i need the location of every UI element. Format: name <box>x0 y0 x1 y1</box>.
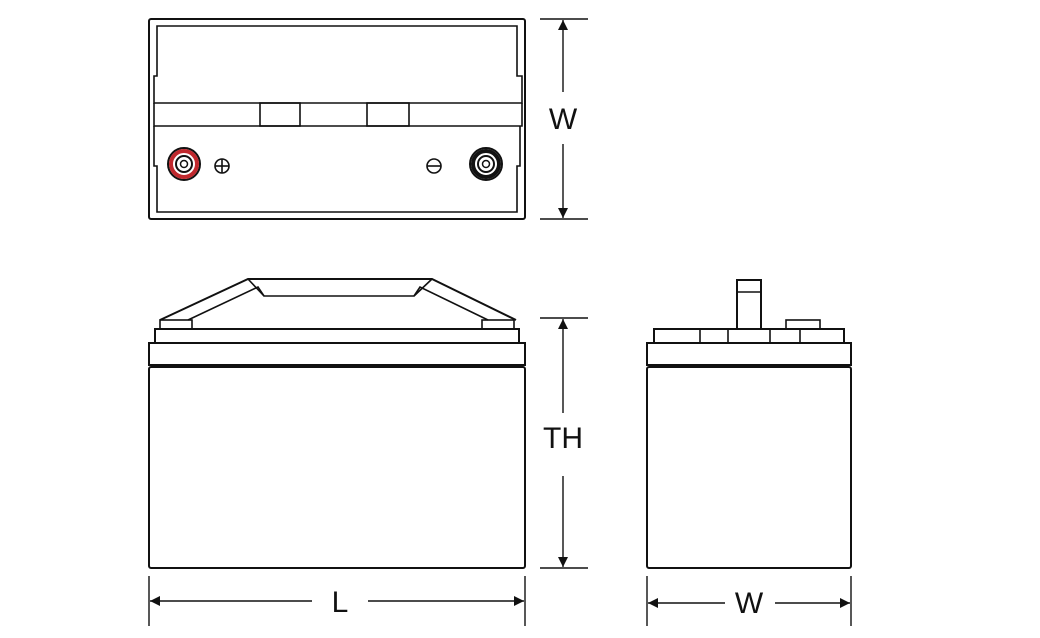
handle-foot-left <box>159 319 193 330</box>
side-lid-top <box>653 328 845 344</box>
length-dimension: L <box>148 576 526 626</box>
length-label: L <box>332 586 349 619</box>
side-lid-band <box>646 342 852 366</box>
width-label-top: W <box>549 103 578 136</box>
handle-foot-right <box>481 319 515 330</box>
front-body <box>148 366 526 569</box>
top-view-outline <box>148 18 526 220</box>
positive-terminal <box>167 147 201 181</box>
side-view <box>646 279 852 569</box>
top-view-terminal-area <box>153 126 521 213</box>
positive-terminal-ring <box>169 149 199 179</box>
negative-terminal <box>469 147 503 181</box>
top-view <box>148 18 526 220</box>
top-view-rib <box>153 103 523 127</box>
handle-bevel <box>247 278 433 297</box>
height-dimension: TH <box>540 317 588 569</box>
width-dimension-side: W <box>646 576 852 626</box>
side-body <box>646 366 852 569</box>
width-label-side: W <box>735 587 764 620</box>
minus-icon <box>426 158 442 174</box>
lid-top <box>154 328 520 344</box>
handle-inner <box>187 285 489 321</box>
negative-terminal-ring <box>471 149 501 179</box>
top-view-lid-recess <box>153 25 523 104</box>
terminal-post <box>736 279 762 330</box>
top-view-vent-right <box>366 102 410 127</box>
lid-band <box>148 342 526 366</box>
side-handle-foot <box>785 319 821 330</box>
plus-icon <box>214 158 230 174</box>
height-label: TH <box>543 422 583 455</box>
front-view <box>148 278 526 569</box>
handle-outer <box>159 278 517 321</box>
width-dimension-top: W <box>540 18 588 220</box>
top-view-vent-left <box>259 102 301 127</box>
